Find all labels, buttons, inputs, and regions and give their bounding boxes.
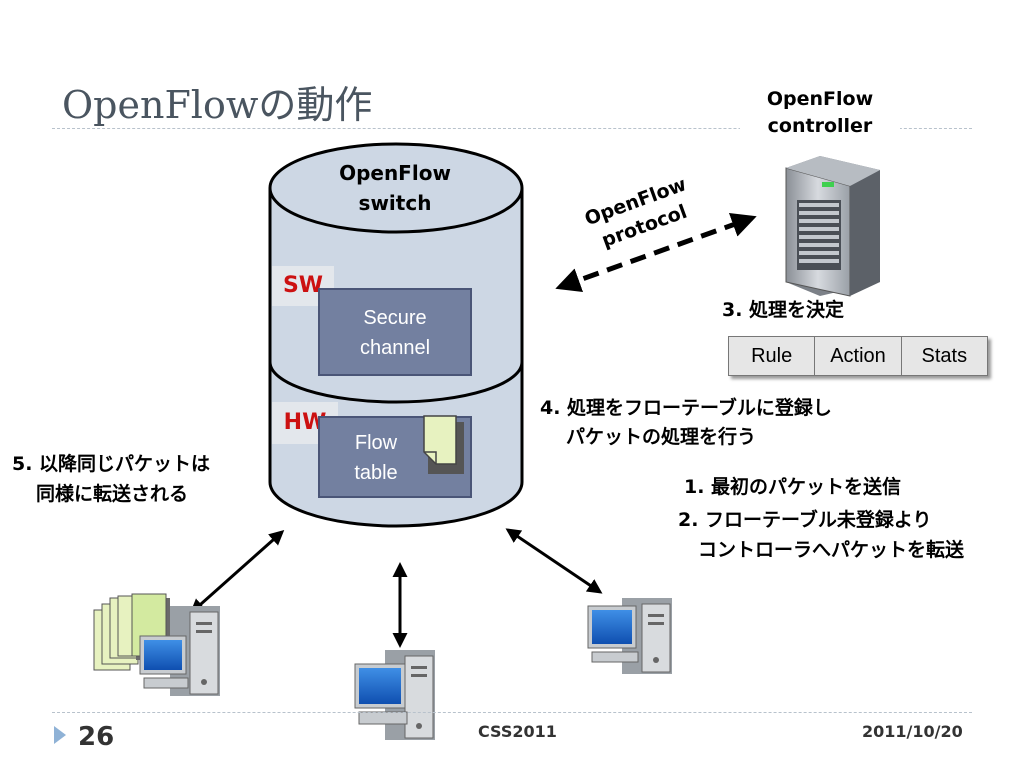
- step4-line1: 4. 処理をフローテーブルに登録し: [540, 397, 832, 419]
- step5-line1: 5. 以降同じパケットは: [12, 453, 211, 475]
- switch-label-line1: OpenFlow: [339, 161, 451, 185]
- flow-entry-table: Rule Action Stats: [728, 336, 988, 376]
- table-header-stats: Stats: [900, 337, 987, 375]
- host-computer-right: [587, 598, 672, 674]
- title-divider: [52, 128, 972, 129]
- controller-label-line1: OpenFlow: [766, 88, 874, 110]
- protocol-arrow: [555, 213, 757, 292]
- step4-line2: パケットの処理を行う: [566, 426, 757, 448]
- table-header-rule: Rule: [751, 344, 793, 367]
- step1-text: 1. 最初のパケットを送信: [684, 476, 902, 498]
- host-computer-middle: [354, 650, 435, 740]
- server-icon: [785, 156, 880, 297]
- step2-line2: コントローラへパケットを転送: [698, 539, 965, 561]
- footer-date: 2011/10/20: [862, 722, 963, 741]
- secure-channel-box: Secure channel: [318, 288, 472, 376]
- step2-line1: 2. フローテーブル未登録より: [678, 509, 932, 531]
- switch-label-line2: switch: [358, 191, 432, 215]
- switch-label: OpenFlow switch: [300, 158, 490, 218]
- secure-channel-line2: channel: [359, 337, 431, 359]
- step5-line2: 同様に転送される: [36, 483, 189, 505]
- link-arrow-left: [189, 530, 285, 614]
- step3-text: 3. 処理を決定: [722, 299, 845, 321]
- controller-label-line2: controller: [767, 115, 873, 137]
- flow-table-line1: Flow: [354, 432, 398, 454]
- page-number: 26: [78, 722, 115, 752]
- table-header-action: Action: [814, 337, 900, 375]
- footer-bullet-icon: [54, 726, 66, 744]
- flow-table-line2: table: [354, 462, 398, 484]
- slide-title: OpenFlowの動作: [62, 83, 373, 127]
- secure-channel-line1: Secure: [363, 307, 427, 329]
- flow-document-icon: [423, 415, 464, 474]
- footer-divider: [52, 712, 972, 713]
- link-arrow-right: [505, 528, 603, 594]
- host-computer-left: [139, 606, 220, 696]
- controller-label: OpenFlow controller: [740, 86, 900, 140]
- footer-conference: CSS2011: [478, 722, 557, 741]
